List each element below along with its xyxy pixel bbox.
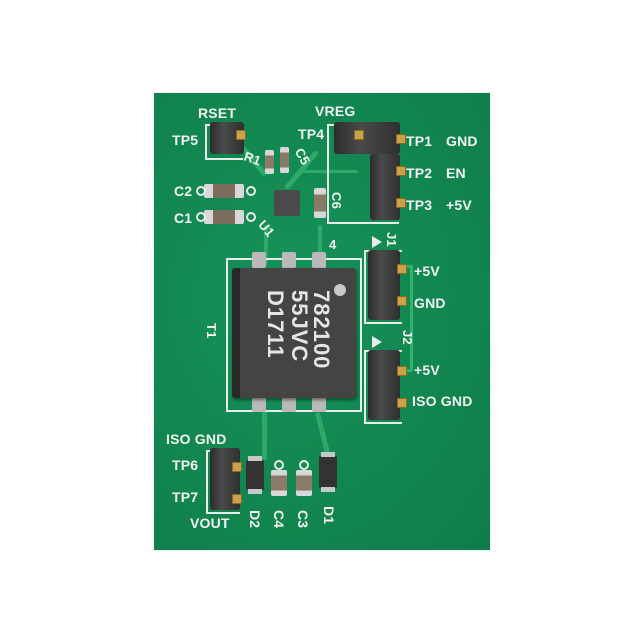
capacitor-c2 bbox=[204, 184, 244, 198]
label-tp3-net: +5V bbox=[446, 197, 472, 213]
pin bbox=[232, 462, 242, 472]
pin1-marker-j1 bbox=[372, 236, 382, 248]
label-j2-top: +5V bbox=[414, 362, 440, 378]
label-j1-top: +5V bbox=[414, 263, 440, 279]
label-c3: C3 bbox=[295, 510, 311, 529]
label-c4: C4 bbox=[271, 510, 287, 529]
pin bbox=[397, 296, 407, 306]
label-vreg: VREG bbox=[315, 103, 356, 119]
label-d1: D1 bbox=[321, 506, 337, 525]
label-j2: J2 bbox=[400, 330, 415, 345]
capacitor-c3 bbox=[296, 470, 312, 496]
ic-u1 bbox=[274, 190, 300, 216]
diode-d1 bbox=[319, 452, 337, 492]
trace bbox=[318, 225, 322, 265]
pin bbox=[397, 264, 407, 274]
lead bbox=[312, 396, 326, 412]
label-tp3: TP3 bbox=[406, 197, 433, 213]
label-j1: J1 bbox=[384, 232, 399, 247]
pin bbox=[354, 130, 364, 140]
label-c2: C2 bbox=[174, 183, 193, 199]
lead bbox=[252, 252, 266, 268]
trace bbox=[264, 225, 268, 265]
label-t1: T1 bbox=[204, 323, 219, 339]
pad bbox=[274, 460, 284, 470]
pad bbox=[246, 212, 256, 222]
jumper-j2[interactable] bbox=[368, 350, 400, 420]
label-tp7: TP7 bbox=[172, 489, 199, 505]
label-tp5: TP5 bbox=[172, 132, 199, 148]
pad bbox=[196, 186, 206, 196]
label-tp2: TP2 bbox=[406, 165, 433, 181]
pin1-dot bbox=[334, 284, 346, 296]
pin bbox=[396, 166, 406, 176]
label-tp1-net: GND bbox=[446, 133, 478, 149]
pad bbox=[299, 460, 309, 470]
pin bbox=[397, 398, 407, 408]
label-tp1: TP1 bbox=[406, 133, 433, 149]
pin bbox=[232, 494, 242, 504]
label-tp6: TP6 bbox=[172, 457, 199, 473]
label-d2: D2 bbox=[247, 510, 263, 529]
header-tp2-tp3[interactable] bbox=[370, 154, 400, 220]
lead bbox=[252, 396, 266, 412]
pin bbox=[396, 134, 406, 144]
label-iso-gnd: ISO GND bbox=[166, 431, 227, 447]
label-j2-bottom: ISO GND bbox=[412, 393, 473, 409]
trace bbox=[410, 265, 413, 371]
pad bbox=[246, 186, 256, 196]
jumper-vreg[interactable] bbox=[334, 122, 400, 154]
jumper-j1[interactable] bbox=[368, 250, 400, 320]
pin bbox=[397, 366, 407, 376]
label-vout: VOUT bbox=[190, 515, 230, 531]
lead bbox=[312, 252, 326, 268]
capacitor-c1 bbox=[204, 210, 244, 224]
resistor-r1 bbox=[265, 150, 274, 174]
transformer-marking-2: 55JVC bbox=[287, 290, 312, 363]
lead bbox=[282, 252, 296, 268]
capacitor-c4 bbox=[271, 470, 287, 496]
transformer-marking-3: D1711 bbox=[263, 290, 288, 359]
transformer-marking-1: 782100 bbox=[309, 290, 334, 370]
trace bbox=[262, 410, 267, 460]
label-rset: RSET bbox=[198, 105, 237, 121]
label-tp2-net: EN bbox=[446, 165, 466, 181]
pad bbox=[196, 212, 206, 222]
pin1-marker-j2 bbox=[372, 336, 382, 348]
capacitor-c6 bbox=[314, 188, 326, 218]
label-c1: C1 bbox=[174, 210, 193, 226]
label-j1-bottom: GND bbox=[414, 295, 446, 311]
pin bbox=[396, 198, 406, 208]
label-pin4: 4 bbox=[329, 237, 337, 252]
pin bbox=[236, 130, 246, 140]
transformer-t1: 782100 55JVC D1711 bbox=[232, 268, 356, 398]
diode-d2 bbox=[246, 456, 264, 494]
capacitor-c5 bbox=[280, 147, 289, 173]
label-tp4: TP4 bbox=[298, 126, 325, 142]
lead bbox=[282, 396, 296, 412]
